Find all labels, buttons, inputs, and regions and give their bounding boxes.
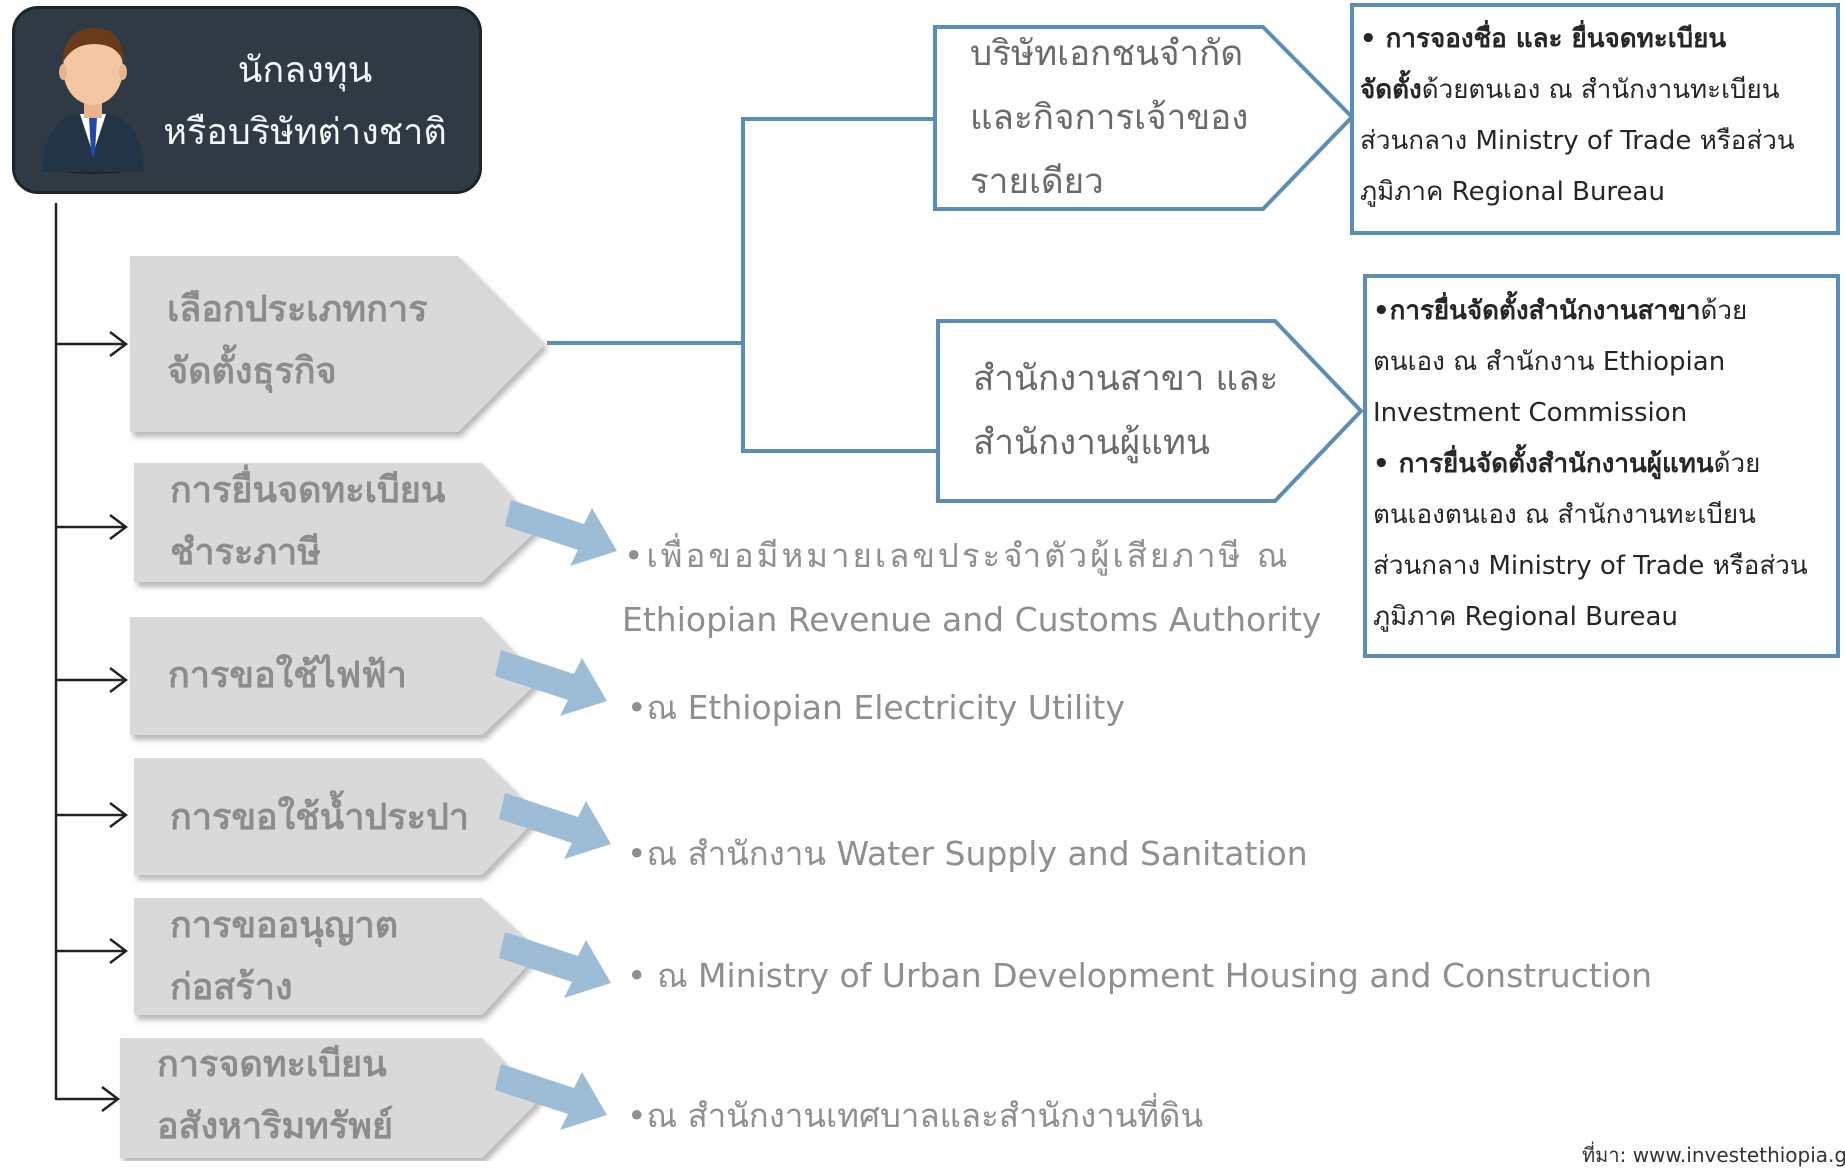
branch-arrow-1 [56, 331, 129, 357]
dest-arrow-3 [499, 793, 611, 859]
step-label-1-line1: เลือกประเภทการ [167, 289, 428, 330]
step-shape-2 [134, 463, 540, 582]
step-shape-1 [130, 256, 545, 432]
branch-arrow-5 [56, 938, 129, 964]
branch-arrow-6 [56, 1086, 121, 1112]
info-box-2-line5: ตนเองตนเอง ณ สำนักงานทะเบียน [1373, 500, 1756, 530]
spine-connector [54, 203, 129, 1112]
business-type-shape-2 [936, 319, 1364, 503]
business-type-1-line2: และกิจการเจ้าของ [970, 98, 1249, 138]
info-box-2-bold1: •การยื่นจัดตั้งสำนักงานสาขา [1373, 296, 1701, 326]
business-type-label-2: สำนักงานสาขา และ สำนักงานผู้แทน [973, 347, 1278, 475]
destination-2: •ณ Ethiopian Electricity Utility [627, 688, 1125, 727]
step-shape-3 [130, 617, 540, 735]
info-box-1-bold2: จัดตั้ง [1360, 75, 1422, 105]
destination-1-line2: Ethiopian Revenue and Customs Authority [622, 600, 1322, 639]
step-label-6-line1: การจดทะเบียน [157, 1044, 387, 1085]
step-label-4-line1: การขอใช้น้ำประปา [170, 797, 470, 838]
business-type-shape-1 [933, 25, 1355, 211]
step-label-1-line2: จัดตั้งธุรกิจ [167, 351, 337, 392]
step-label-5: การขออนุญาต ก่อสร้าง [170, 895, 398, 1019]
info-box-2-bold4: • การยื่นจัดตั้งสำนักงานผู้แทน [1373, 449, 1714, 479]
dest-arrow-5 [495, 1064, 607, 1130]
info-box-2-line4: • การยื่นจัดตั้งสำนักงานผู้แทนด้วย [1373, 439, 1835, 490]
info-box-1-line2: จัดตั้งด้วยตนเอง ณ สำนักงานทะเบียน [1360, 65, 1834, 116]
step-shape-4 [134, 758, 540, 875]
info-box-2: •การยื่นจัดตั้งสำนักงานสาขาด้วย ตนเอง ณ … [1373, 286, 1835, 643]
investor-title: นักลงทุน หรือบริษัทต่างชาติ [145, 40, 465, 164]
info-box-2-text4: ด้วย [1713, 449, 1761, 479]
destination-5: •ณ สำนักงานเทศบาลและสำนักงานที่ดิน [627, 1096, 1204, 1135]
step-label-5-line1: การขออนุญาต [170, 905, 399, 946]
dest-arrow-1 [505, 500, 617, 566]
info-box-1-line1: • การจองชื่อ และ ยื่นจดทะเบียน [1360, 14, 1834, 65]
destination-1-line1: •เพื่อขอมีหมายเลขประจำตัวผู้เสียภาษี ณ [624, 536, 1291, 575]
investor-title-line2: หรือบริษัทต่างชาติ [163, 112, 447, 153]
dest-arrow-4 [499, 932, 611, 998]
investor-title-line1: นักลงทุน [237, 50, 373, 91]
branch-arrow-4 [56, 802, 129, 828]
step-label-3-line1: การขอใช้ไฟฟ้า [168, 655, 407, 696]
businessman-icon [34, 14, 152, 174]
business-type-1-line1: บริษัทเอกชนจำกัด [970, 34, 1244, 74]
branch-arrow-3 [56, 667, 129, 693]
info-box-2-line6: ส่วนกลาง Ministry of Trade หรือส่วน [1373, 551, 1808, 581]
step-label-2-line1: การยื่นจดทะเบียน [170, 470, 446, 511]
business-type-1-line3: รายเดียว [970, 162, 1104, 202]
source-note: ที่มา: www.investethiopia.gov.et [1582, 1143, 1845, 1167]
step-label-6: การจดทะเบียน อสังหาริมทรัพย์ [157, 1034, 393, 1158]
info-box-1-text2: ด้วยตนเอง ณ สำนักงานทะเบียน [1421, 75, 1780, 105]
business-type-2-line2: สำนักงานผู้แทน [973, 423, 1210, 463]
step-shape-5 [134, 898, 540, 1015]
info-box-2-line7: ภูมิภาค Regional Bureau [1373, 602, 1678, 632]
step-label-3: การขอใช้ไฟฟ้า [168, 645, 407, 707]
info-box-1: • การจองชื่อ และ ยื่นจดทะเบียน จัดตั้งด้… [1360, 14, 1834, 218]
step-label-6-line2: อสังหาริมทรัพย์ [157, 1106, 394, 1147]
info-box-1-bold1: • การจองชื่อ และ ยื่นจดทะเบียน [1360, 24, 1727, 54]
info-box-1-line4: ภูมิภาค Regional Bureau [1360, 177, 1665, 207]
step-label-2: การยื่นจดทะเบียน ชำระภาษี [170, 460, 445, 584]
info-box-2-line1: •การยื่นจัดตั้งสำนักงานสาขาด้วย [1373, 286, 1835, 337]
business-type-label-1: บริษัทเอกชนจำกัด และกิจการเจ้าของ รายเดี… [970, 22, 1248, 214]
info-box-1-line3: ส่วนกลาง Ministry of Trade หรือส่วน [1360, 126, 1795, 156]
info-box-2-text1: ด้วย [1700, 296, 1748, 326]
step-shape-6 [120, 1038, 540, 1158]
branch-arrow-2 [56, 514, 129, 540]
step-label-2-line2: ชำระภาษี [170, 532, 321, 573]
step-label-5-line2: ก่อสร้าง [170, 967, 293, 1008]
info-box-shape-2 [1363, 274, 1840, 658]
business-type-2-line1: สำนักงานสาขา และ [973, 359, 1279, 399]
step-label-4: การขอใช้น้ำประปา [170, 787, 469, 849]
dest-arrow-2 [495, 650, 607, 716]
info-box-2-line3: Investment Commission [1373, 398, 1688, 428]
destination-4: • ณ Ministry of Urban Development Housin… [627, 956, 1653, 995]
info-box-shape-1 [1350, 3, 1840, 235]
step-label-1: เลือกประเภทการ จัดตั้งธุรกิจ [167, 279, 427, 403]
tree-connector [547, 117, 938, 453]
info-box-2-line2: ตนเอง ณ สำนักงาน Ethiopian [1373, 347, 1726, 377]
destination-3: •ณ สำนักงาน Water Supply and Sanitation [627, 834, 1308, 873]
